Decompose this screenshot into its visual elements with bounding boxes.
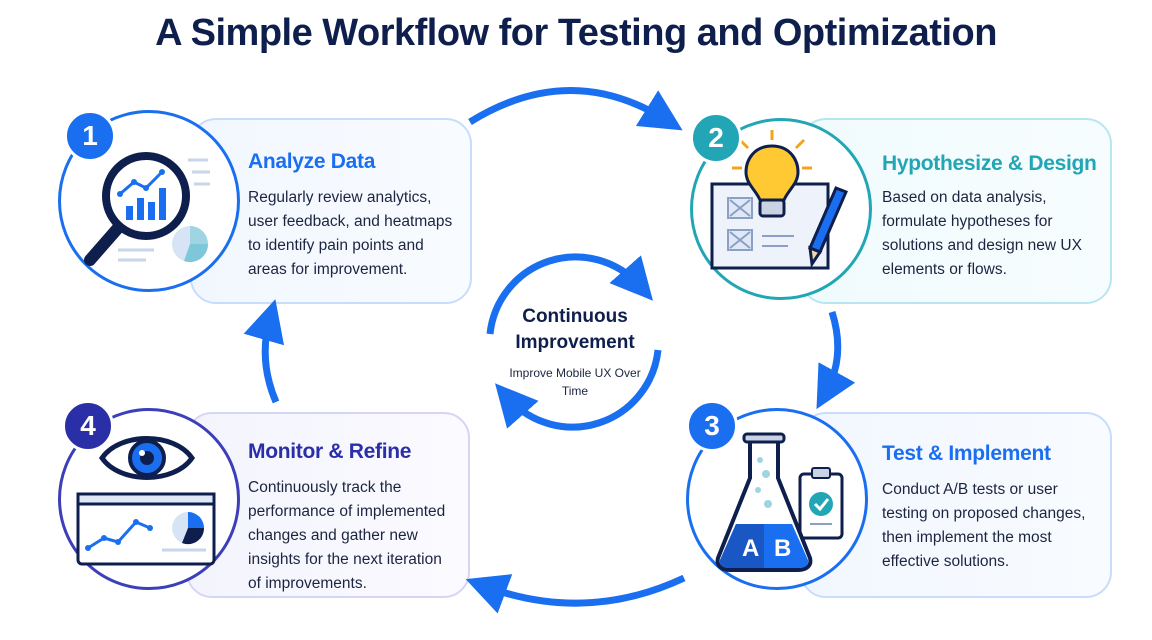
eye-dashboard-icon [76, 436, 216, 566]
flask-label-a: A [742, 535, 759, 562]
step-3-title: Test & Implement [882, 442, 1051, 465]
step-1-description: Regularly review analytics, user feedbac… [248, 189, 453, 278]
arrow-analyze-to-hypothesize [468, 87, 683, 131]
step-3-number-badge: 3 [686, 400, 738, 452]
flask-ab-test-icon: A B [715, 432, 844, 572]
center-title: Continuous Improvement [515, 306, 635, 353]
step-1-title: Analyze Data [248, 150, 376, 173]
page-title: A Simple Workflow for Testing and Optimi… [155, 12, 997, 54]
step-2-number-badge: 2 [690, 112, 742, 164]
step-1-number-badge: 1 [64, 110, 116, 162]
step-4-title: Monitor & Refine [248, 440, 412, 463]
flask-label-b: B [774, 535, 791, 562]
step-2-card [800, 118, 1112, 304]
arrow-test-to-monitor [465, 574, 686, 614]
step-4-description: Continuously track the performance of im… [248, 479, 446, 592]
center-subtitle: Improve Mobile UX Over Time [509, 366, 641, 398]
lightbulb-blueprint-icon [710, 130, 848, 270]
step-2-description: Based on data analysis, formulate hypoth… [882, 189, 1082, 278]
arrow-hypothesize-to-test [816, 310, 856, 410]
center-cycle-arrow-bottom [495, 349, 662, 431]
center-cycle-arrow-top [486, 253, 653, 335]
step-3-description: Conduct A/B tests or user testing on pro… [882, 481, 1086, 570]
step-2-title: Hypothesize & Design [882, 152, 1097, 175]
arrow-monitor-to-analyze [243, 299, 285, 404]
step-4-number-badge: 4 [62, 400, 114, 452]
magnifier-chart-icon [84, 152, 210, 266]
